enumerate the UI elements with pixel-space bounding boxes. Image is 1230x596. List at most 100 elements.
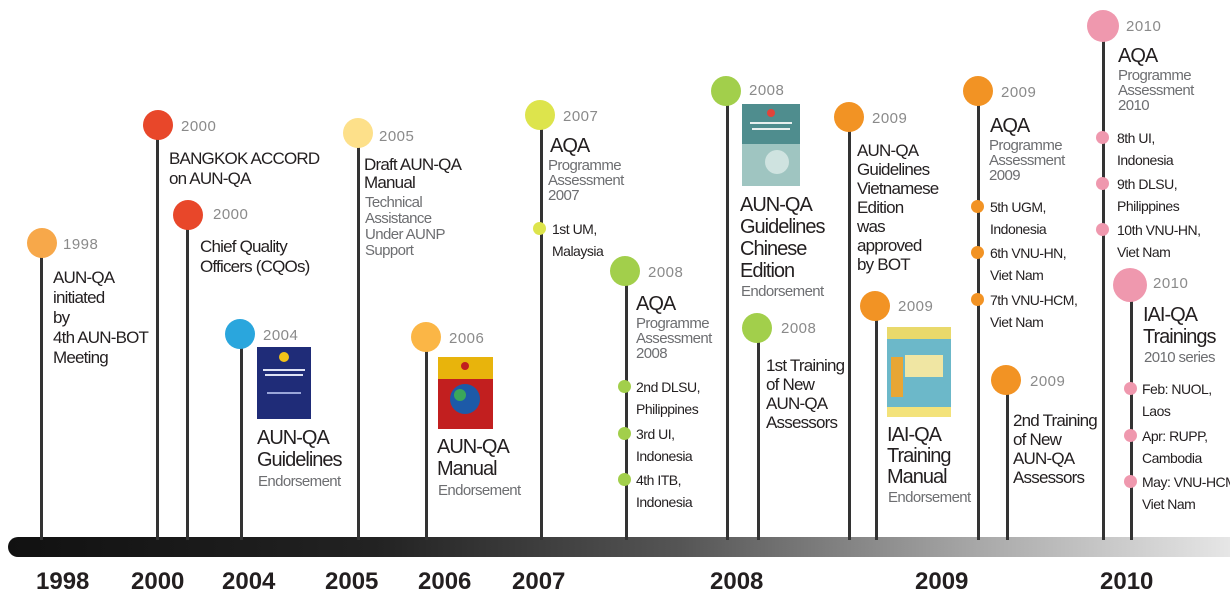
event-year: 2000: [213, 206, 249, 223]
event-dot: [225, 319, 255, 349]
event-year: 2005: [379, 128, 415, 145]
event-title: Guidelines: [257, 449, 343, 471]
event-text: AUN-QA: [53, 268, 115, 287]
event-dot: [27, 228, 57, 258]
item-dot: [1124, 475, 1137, 488]
event-title: Training: [887, 445, 952, 467]
item-text: 7th VNU-HCM,: [990, 292, 1078, 308]
item-dot: [971, 293, 984, 306]
event-title: AQA: [550, 135, 590, 157]
axis-year-2007: 2007: [512, 568, 566, 595]
event-dot: [742, 313, 772, 343]
event-text: AUN-QA: [1013, 449, 1075, 468]
axis-year-2000: 2000: [131, 568, 185, 595]
item-text: 6th VNU-HN,: [990, 245, 1067, 261]
event-text: Chief Quality: [200, 237, 288, 256]
event-subtitle: Support: [365, 242, 414, 259]
event-year: 2009: [1030, 373, 1066, 390]
item-dot: [971, 200, 984, 213]
event-subtitle: Assessment: [636, 330, 712, 347]
event-subtitle: 2010: [1118, 97, 1150, 114]
item-dot: [618, 473, 631, 486]
event-stem: [425, 345, 428, 540]
event-text: Officers (CQOs): [200, 257, 310, 276]
item-text: 2nd DLSU,: [636, 379, 700, 395]
axis-year-2010: 2010: [1100, 568, 1154, 595]
event-text: was: [857, 217, 886, 236]
event-subtitle: Endorsement: [258, 473, 341, 490]
event-stem: [1006, 390, 1009, 540]
event-text: 4th AUN-BOT: [53, 328, 149, 347]
event-year: 1998: [63, 236, 99, 253]
axis-year-1998: 1998: [36, 568, 90, 595]
event-subtitle: Programme: [989, 137, 1063, 154]
event-title: AQA: [636, 293, 676, 315]
event-dot: [411, 322, 441, 352]
event-dot: [610, 256, 640, 286]
event-text: of New: [766, 375, 815, 394]
event-stem: [625, 280, 628, 540]
item-dot: [1096, 177, 1109, 190]
item-text: 5th UGM,: [990, 199, 1046, 215]
event-stem: [977, 100, 980, 540]
event-dot: [860, 291, 890, 321]
event-stem: [726, 100, 729, 540]
event-stem: [875, 315, 878, 540]
event-stem: [357, 140, 360, 540]
item-text: Cambodia: [1142, 450, 1202, 466]
event-text: initiated: [53, 288, 105, 307]
iai-qa-manual-cover-image: [887, 327, 951, 417]
item-text: Malaysia: [552, 243, 604, 259]
event-subtitle: 2008: [636, 345, 668, 362]
event-dot: [711, 76, 741, 106]
axis-year-2008: 2008: [710, 568, 764, 595]
item-dot: [1096, 223, 1109, 236]
axis-year-2005: 2005: [325, 568, 379, 595]
event-subtitle: 2009: [989, 167, 1021, 184]
item-text: Philippines: [636, 401, 699, 417]
event-year: 2010: [1126, 18, 1162, 35]
item-text: 3rd UI,: [636, 426, 675, 442]
item-dot: [1096, 131, 1109, 144]
event-year: 2009: [898, 298, 934, 315]
event-year: 2008: [781, 320, 817, 337]
item-text: Indonesia: [636, 448, 693, 464]
event-year: 2009: [872, 110, 908, 127]
event-dot: [525, 100, 555, 130]
event-text: 2nd Training: [1013, 411, 1098, 430]
guidelines-book-cover-image: [257, 347, 311, 419]
item-text: Viet Nam: [990, 267, 1044, 283]
item-text: May: VNU-HCM,: [1142, 474, 1230, 490]
event-dot: [343, 118, 373, 148]
item-text: Viet Nam: [1117, 244, 1171, 260]
item-dot: [971, 246, 984, 259]
item-text: Laos: [1142, 403, 1171, 419]
event-stem: [1102, 35, 1105, 540]
axis-year-2004: 2004: [222, 568, 276, 595]
event-text: Assessors: [1013, 468, 1085, 487]
event-title: Guidelines: [740, 216, 826, 238]
event-title: AQA: [1118, 45, 1158, 67]
item-text: 9th DLSU,: [1117, 176, 1178, 192]
chinese-guidelines-cover-image: [742, 104, 800, 186]
event-stem: [156, 135, 159, 540]
event-text: AUN-QA: [857, 141, 919, 160]
event-title: IAI-QA: [1143, 304, 1198, 326]
event-dot: [834, 102, 864, 132]
event-text: Assessors: [766, 413, 838, 432]
event-stem: [848, 125, 851, 540]
event-subtitle: Assessment: [1118, 82, 1194, 99]
event-title: IAI-QA: [887, 424, 942, 446]
event-subtitle: Endorsement: [438, 482, 521, 499]
item-text: Viet Nam: [1142, 496, 1196, 512]
event-subtitle: Under AUNP: [365, 226, 445, 243]
manual-book-cover-image: [438, 357, 493, 429]
event-text: Edition: [857, 198, 904, 217]
event-stem: [186, 222, 189, 540]
timeline-bar: [8, 537, 1230, 557]
item-text: 4th ITB,: [636, 472, 682, 488]
event-text: Meeting: [53, 348, 109, 367]
event-text: Vietnamese: [857, 179, 939, 198]
event-title: AUN-QA: [740, 194, 813, 216]
event-title: Draft AUN-QA: [364, 155, 462, 174]
